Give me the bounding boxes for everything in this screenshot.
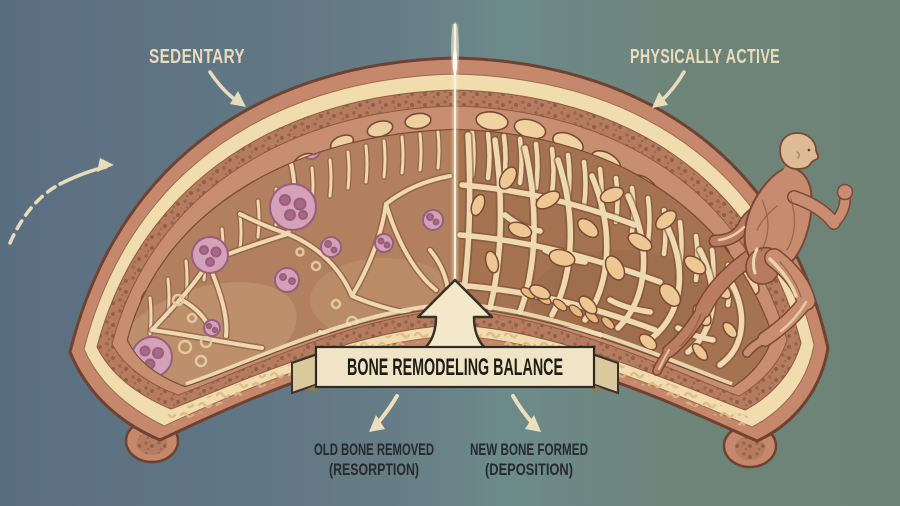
runner-front-arm	[787, 183, 854, 230]
active-label: PHYSICALLY ACTIVE	[630, 46, 780, 68]
runner-neck	[779, 166, 796, 183]
osteoblast-cells	[470, 166, 738, 362]
sedentary-pointer-arrow	[208, 70, 246, 107]
resorption-label: OLD BONE REMOVED (RESORPTION)	[314, 440, 434, 479]
sedentary-label: SEDENTARY	[149, 46, 245, 68]
balance-banner: BONE REMODELING BALANCE	[291, 345, 619, 395]
runner-tendon-highlights	[658, 225, 808, 370]
runner-head	[779, 132, 820, 170]
balance-banner-label: BONE REMODELING BALANCE	[347, 354, 563, 381]
runner-muscle-lines	[679, 198, 802, 347]
active-pointer-arrow	[652, 70, 686, 108]
svg-text:(DEPOSITION): (DEPOSITION)	[485, 460, 573, 479]
deposition-pointer-arrow	[511, 394, 541, 432]
runner-figure	[652, 132, 854, 376]
svg-text:(RESORPTION): (RESORPTION)	[329, 460, 419, 479]
left-margin-arrow	[8, 158, 114, 245]
svg-text:OLD BONE REMOVED: OLD BONE REMOVED	[314, 440, 434, 459]
center-divider	[451, 22, 459, 286]
runner-back-leg	[652, 248, 760, 376]
resorption-pointer-arrow	[369, 394, 399, 432]
deposition-label: NEW BONE FORMED (DEPOSITION)	[470, 440, 588, 479]
osteoclast-cells	[131, 140, 444, 378]
svg-text:NEW BONE FORMED: NEW BONE FORMED	[470, 440, 588, 459]
bone-cross-section	[68, 22, 830, 469]
